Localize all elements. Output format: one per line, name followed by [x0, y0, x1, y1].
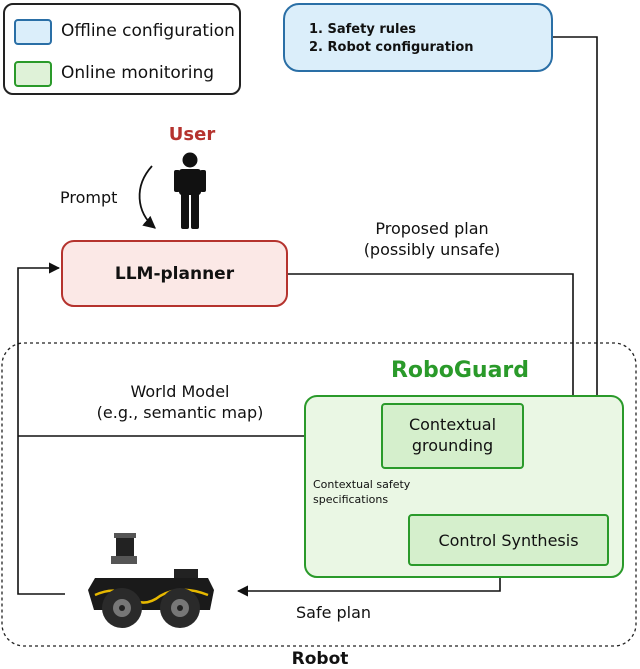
prompt-arrow: [138, 165, 156, 229]
legend: Offline configuration Online monitoring: [3, 3, 241, 95]
feedback-loop-arrow: [17, 262, 65, 595]
proposed-plan-label: Proposed plan (possibly unsafe): [349, 219, 515, 261]
user-label: User: [168, 124, 216, 145]
grounding-line1: Contextual: [408, 415, 497, 435]
world-model-label: World Model (e.g., semantic map): [60, 382, 300, 424]
llm-planner-box: LLM-planner: [61, 240, 288, 307]
llm-planner-label: LLM-planner: [114, 263, 235, 284]
roboguard-title: RoboGuard: [390, 358, 530, 383]
world-model-line1: World Model: [130, 382, 230, 401]
control-synthesis-box: Control Synthesis: [408, 514, 609, 566]
robot-region: [1, 342, 637, 647]
person-icon: [174, 152, 206, 229]
contextual-grounding-box: Contextual grounding: [381, 403, 524, 469]
grounding-line2: grounding: [411, 436, 494, 455]
offline-swatch: [14, 19, 52, 45]
online-swatch: [14, 61, 52, 87]
world-model-line2: (e.g., semantic map): [96, 402, 264, 422]
config-item-safety-rules: 1. Safety rules: [309, 22, 417, 37]
proposed-plan-line2: (possibly unsafe): [363, 239, 501, 259]
offline-to-grounding-arrow: [526, 36, 598, 440]
proposed-plan-line1: Proposed plan: [375, 219, 489, 238]
spec-line2: specifications: [313, 493, 389, 507]
prompt-label: Prompt: [60, 188, 118, 207]
safe-plan-label: Safe plan: [296, 603, 372, 622]
robot-icon: [88, 533, 214, 628]
config-item-robot-configuration: 2. Robot configuration: [309, 40, 474, 55]
offline-config-box: 1. Safety rules 2. Robot configuration: [283, 3, 553, 72]
spec-line1: Contextual safety: [313, 478, 411, 491]
robot-label: Robot: [291, 649, 349, 669]
control-synthesis-label: Control Synthesis: [438, 530, 579, 550]
offline-legend-label: Offline configuration: [61, 21, 235, 41]
online-legend-label: Online monitoring: [61, 63, 215, 83]
contextual-specs-label: Contextual safety specifications: [313, 477, 410, 508]
